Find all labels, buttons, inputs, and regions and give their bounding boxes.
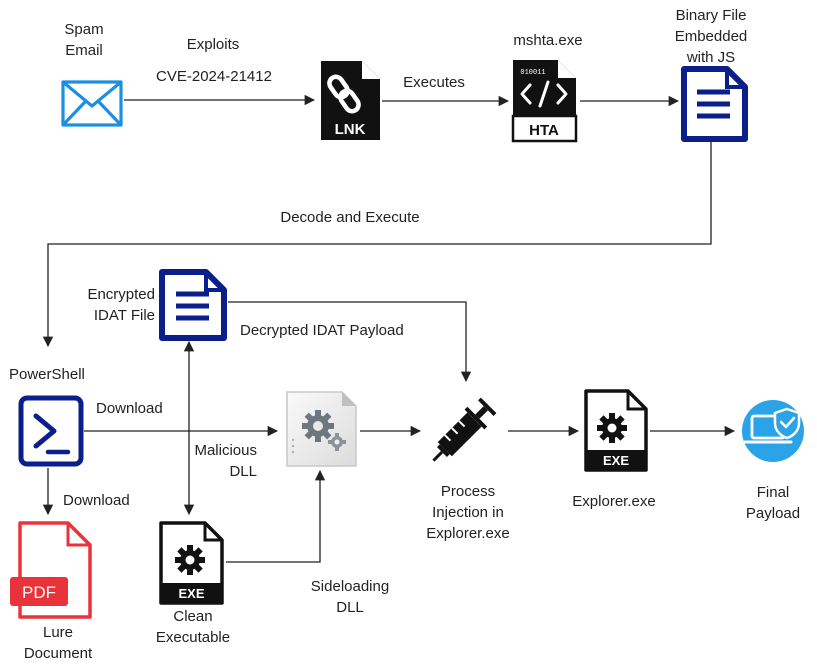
final-payload-label-line2: Payload [745,505,801,522]
lnk-glyph-text: LNK [335,121,366,138]
binary-file-label: Binary File Embedded with JS [675,5,748,68]
lure-document-label-line1: Lure [42,624,74,641]
explorer-exe-icon: EXE [584,389,648,472]
idat-document-icon [159,269,227,341]
edge-idat-to-injection [228,301,472,383]
clean-executable-label: Clean Executable [156,606,230,648]
clean-executable-label-line2: Executable [155,629,231,646]
edge-label-download-pdf: Download [63,492,130,509]
edge-label-download-dll: Download [96,400,163,417]
edge-label-sideloading: Sideloading DLL [311,576,389,618]
spam-email-label-line1: Spam [64,21,104,38]
encrypted-idat-label-line1: Encrypted [87,286,155,303]
dll-gear-icon [286,391,357,467]
edge-label-decrypted-payload: Decrypted IDAT Payload [240,322,404,339]
gear-icon [597,413,627,443]
envelope-icon [61,80,123,127]
edge-label-executes: Executes [403,74,465,91]
laptop-shield-icon [742,400,804,462]
edge-label-decode-execute: Decode and Execute [280,209,420,226]
lure-document-label: Lure Document [24,622,92,664]
encrypted-idat-label: Encrypted IDAT File [87,284,155,326]
process-injection-label-line3: Explorer.exe [426,525,510,542]
spam-email-label: Spam Email [64,19,103,61]
powershell-label: PowerShell [9,366,85,383]
spam-email-label-line2: Email [65,42,103,59]
mshta-label: mshta.exe [513,32,583,49]
malicious-dll-label-line1: Malicious [194,442,257,459]
hta-binary-text: 010011 [520,69,545,77]
lure-document-label-line2: Document [23,645,93,662]
edge-label-sideloading-line2: DLL [336,599,364,616]
binary-file-label-line1: Binary File [675,7,747,24]
binary-file-label-line3: with JS [686,49,736,66]
edge-label-cve: CVE-2024-21412 [156,68,272,85]
explorer-glyph-text: EXE [603,453,629,468]
clean-exe-icon: EXE [159,521,224,605]
clean-executable-label-line1: Clean [173,608,213,625]
edges [42,94,736,563]
lnk-file-icon: LNK [321,61,380,140]
syringe-icon [432,397,497,462]
gear-icon [175,545,205,575]
malicious-dll-label: Malicious DLL [194,440,257,482]
encrypted-idat-label-line2: IDAT File [93,307,155,324]
edge-label-exploits: Exploits [186,36,240,53]
binary-file-label-line2: Embedded [674,28,748,45]
final-payload-label-line1: Final [756,484,790,501]
pdf-glyph-text: PDF [22,583,56,602]
final-payload-label: Final Payload [746,482,800,524]
process-injection-label-line2: Injection in [432,504,504,521]
process-injection-label: Process Injection in Explorer.exe [426,481,509,544]
clean-exe-glyph-text: EXE [178,586,204,601]
edge-label-sideloading-line1: Sideloading [310,578,390,595]
edge-binary-to-powershell [42,140,712,348]
edge-clean-exe-to-dll [226,469,326,563]
process-injection-label-line1: Process [440,483,496,500]
pdf-icon: PDF [10,521,92,619]
explorer-label: Explorer.exe [572,493,656,510]
powershell-icon [18,395,84,467]
hta-file-icon: HTA 010011 [511,60,578,143]
malicious-dll-label-line2: DLL [229,463,257,480]
hta-glyph-text: HTA [529,122,559,139]
binary-document-icon [681,66,748,142]
